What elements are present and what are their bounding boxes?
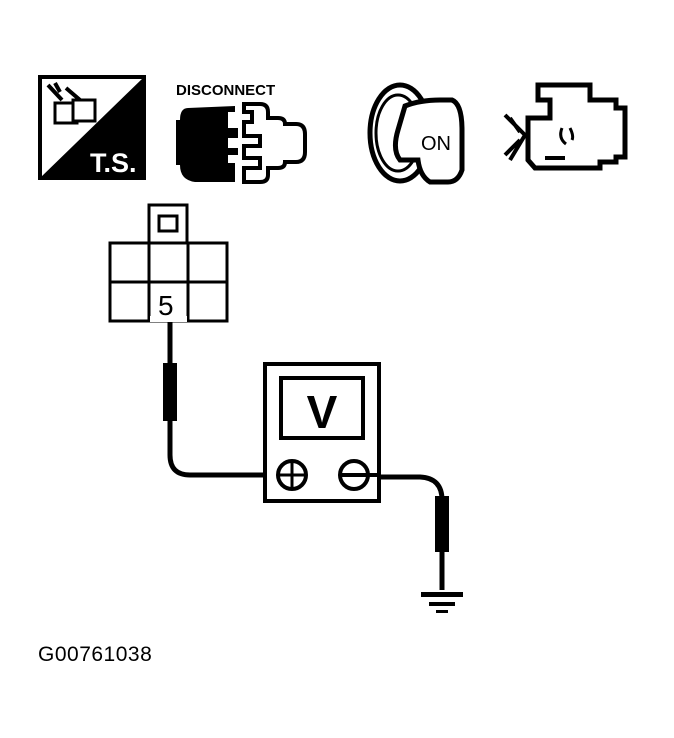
ignition-key-icon: ON <box>367 82 465 185</box>
terminal-label: 5 <box>158 290 174 321</box>
ts-label: T.S. <box>90 148 137 178</box>
positive-lead-wire <box>167 322 268 478</box>
connector-disconnect-icon: DISCONNECT <box>176 82 307 184</box>
ground-icon <box>421 592 463 613</box>
negative-lead-wire <box>378 474 445 590</box>
connector-diagram: 5 <box>108 203 229 323</box>
voltmeter: V <box>263 362 381 503</box>
ts-icon: T.S. <box>38 75 146 180</box>
engine-icon <box>503 82 628 171</box>
positive-probe <box>163 363 177 421</box>
negative-probe <box>435 496 449 552</box>
meter-label: V <box>307 386 338 438</box>
ignition-label: ON <box>421 133 451 155</box>
disconnect-label: DISCONNECT <box>176 82 275 99</box>
figure-caption: G00761038 <box>38 643 153 666</box>
